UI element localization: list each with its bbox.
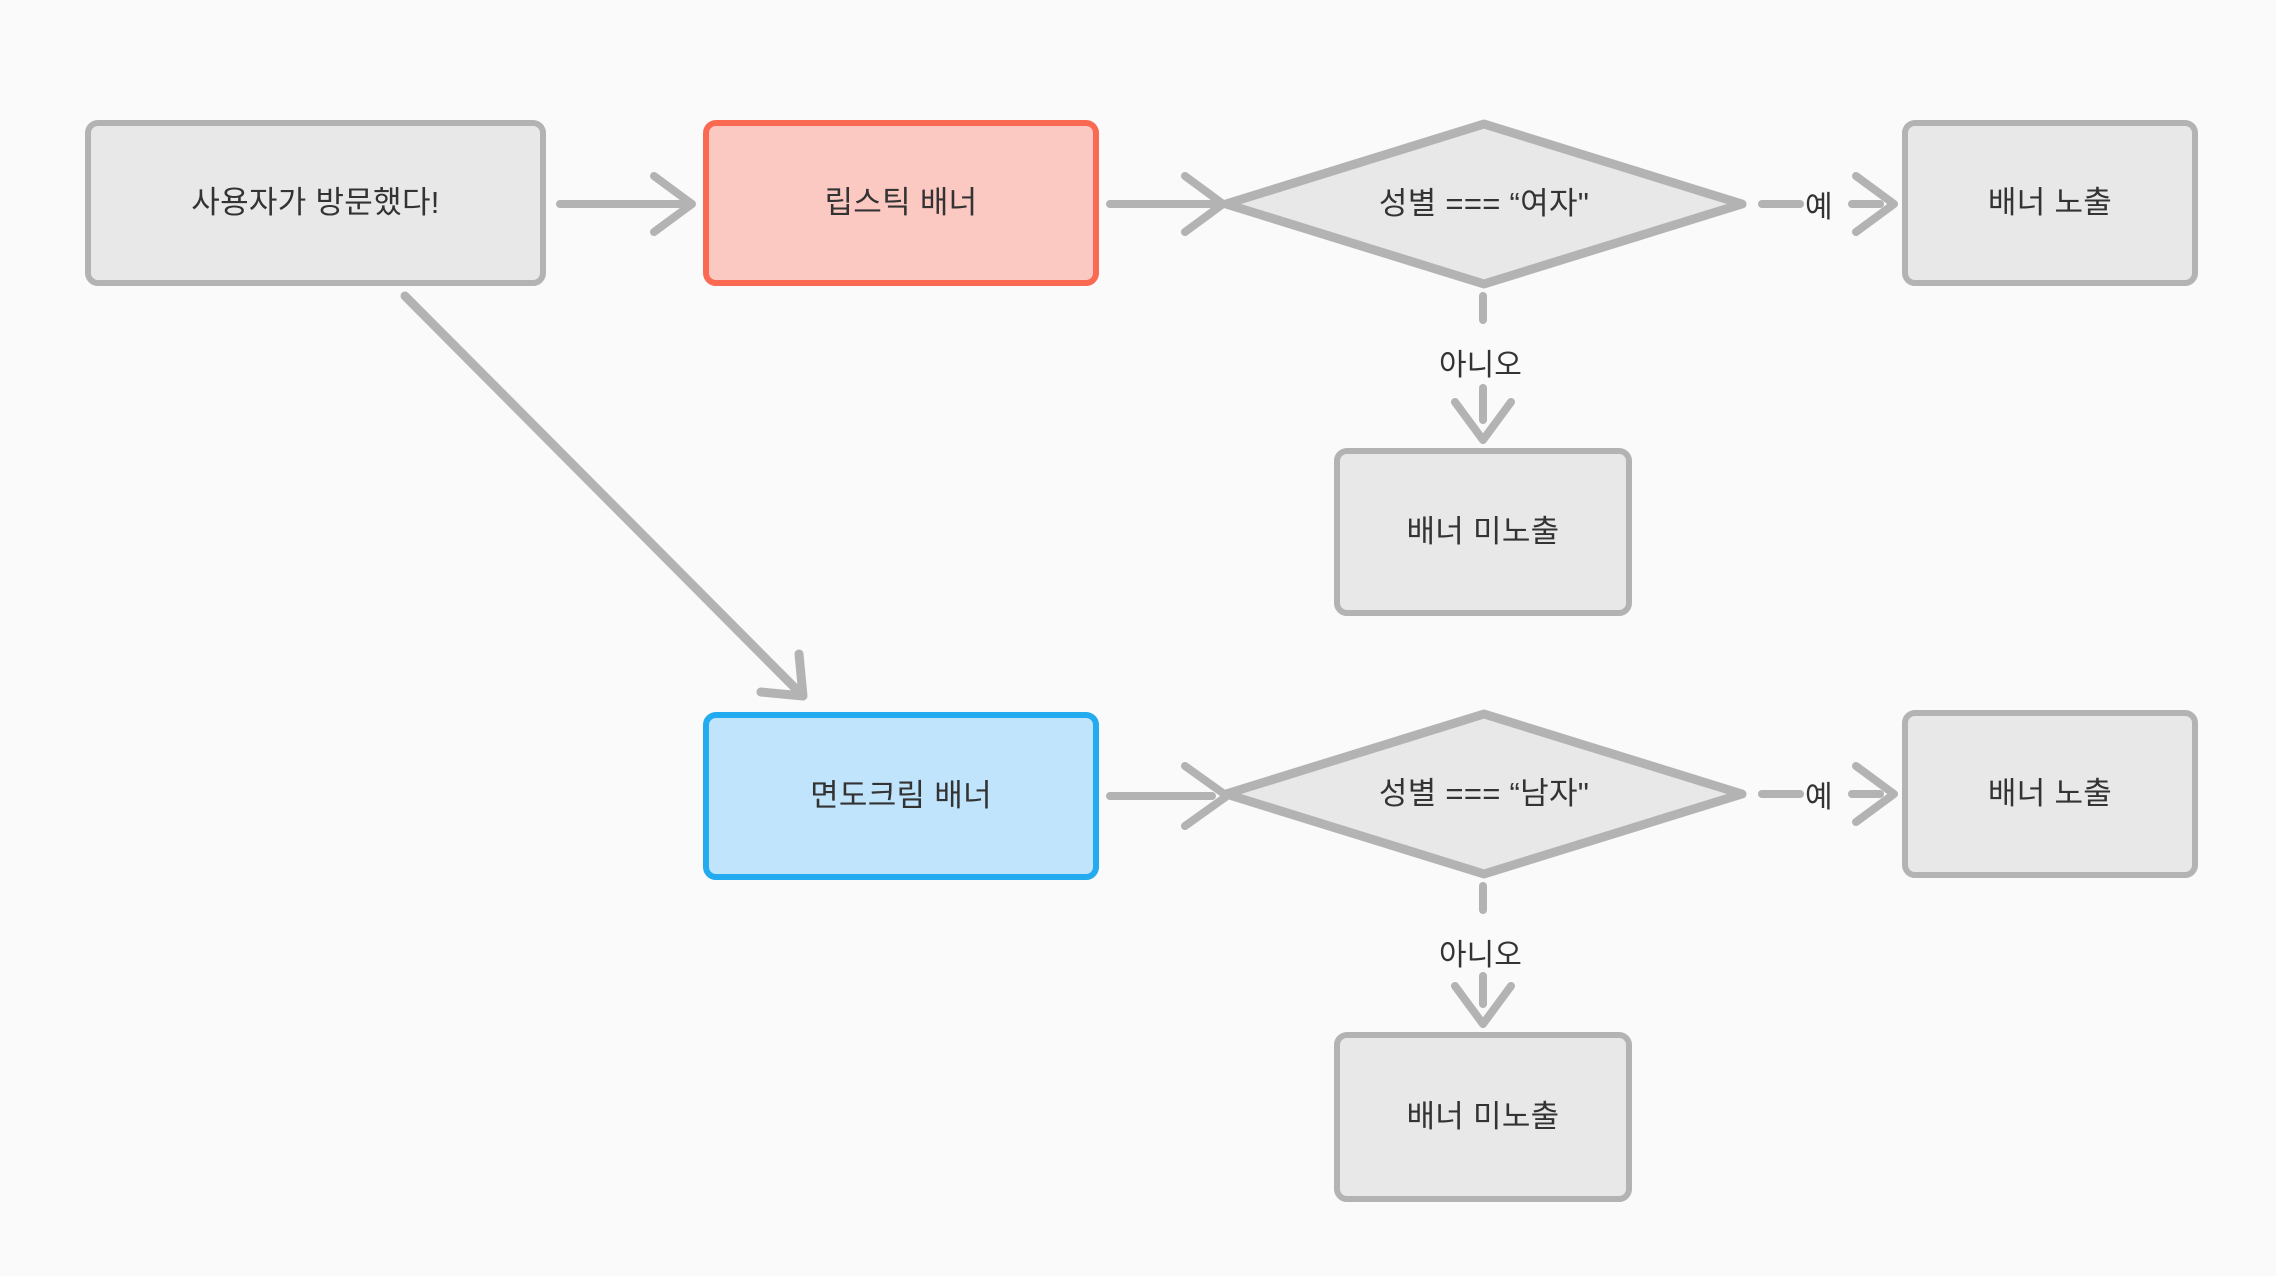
node-label: 배너 미노출 — [1406, 513, 1560, 549]
node-shaving-cream-banner[interactable]: 면도크림 배너 — [703, 712, 1099, 880]
diamond-shape — [1221, 709, 1747, 879]
node-label: 립스틱 배너 — [824, 184, 978, 220]
node-show-banner-female[interactable]: 배너 노출 — [1902, 120, 2198, 286]
node-label: 배너 미노출 — [1406, 1098, 1560, 1134]
node-hide-banner-female[interactable]: 배너 미노출 — [1334, 448, 1632, 616]
edge-label-yes-male: 예 — [1805, 781, 1833, 814]
edge-shaving-to-condition-male — [1106, 762, 1231, 830]
node-start[interactable]: 사용자가 방문했다! — [85, 120, 546, 286]
node-label: 배너 노출 — [1987, 775, 2113, 811]
diamond-shape — [1221, 119, 1747, 289]
node-condition-male[interactable]: 성별 === “남자" — [1220, 708, 1748, 880]
node-label: 배너 노출 — [1987, 184, 2113, 220]
edge-start-to-shaving-cream — [400, 291, 808, 701]
node-hide-banner-male[interactable]: 배너 미노출 — [1334, 1032, 1632, 1202]
node-label: 성별 === “남자" — [1378, 775, 1590, 811]
node-label: 성별 === “여자" — [1378, 185, 1590, 221]
node-show-banner-male[interactable]: 배너 노출 — [1902, 710, 2198, 878]
edge-label-no-male: 아니오 — [1439, 939, 1522, 972]
node-label: 면도크림 배너 — [810, 777, 992, 813]
node-lipstick-banner[interactable]: 립스틱 배너 — [703, 120, 1099, 286]
node-condition-female[interactable]: 성별 === “여자" — [1220, 118, 1748, 290]
node-label: 사용자가 방문했다! — [191, 184, 440, 220]
edge-label-no-female: 아니오 — [1439, 349, 1522, 382]
edge-label-yes-female: 예 — [1805, 191, 1833, 224]
edge-lipstick-to-condition-female — [1106, 172, 1227, 236]
edge-start-to-lipstick — [556, 172, 696, 236]
